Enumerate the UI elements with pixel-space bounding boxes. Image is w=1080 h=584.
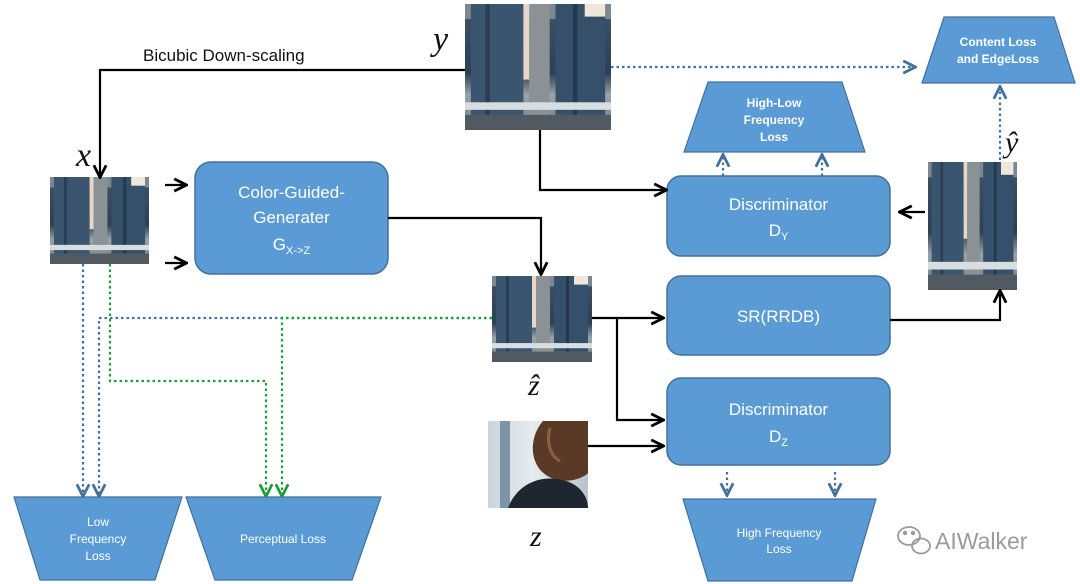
dotted-z-hat-to-low-loss — [99, 316, 492, 495]
perceptual-loss-label: Perceptual Loss — [240, 532, 326, 546]
low-loss-line1: Low — [87, 515, 109, 529]
content-loss-line2: and EdgeLoss — [957, 52, 1039, 66]
label-z: z — [529, 520, 542, 553]
discriminator-z-box: Discriminator DZ — [666, 377, 891, 466]
bicubic-label: Bicubic Down-scaling — [143, 46, 305, 65]
dotted-z-hat-to-perceptual-loss — [282, 316, 492, 495]
generator-symbol: GX->Z — [273, 235, 311, 257]
generator-title-line1: Color-Guided- — [238, 183, 345, 202]
arrow-bicubic-down-scaling — [100, 68, 465, 176]
hl-loss-line1: High-Low — [747, 96, 802, 110]
hl-loss-line2: Frequency — [744, 113, 805, 127]
high-frequency-loss-trapezoid: High Frequency Loss — [682, 498, 877, 582]
discriminator-z-symbol: DZ — [769, 427, 788, 449]
discriminator-y-symbol: DY — [769, 221, 789, 243]
watermark-text: AIWalker — [935, 528, 1028, 554]
watermark: AIWalker — [897, 526, 1028, 555]
discriminator-y-title: Discriminator — [729, 195, 829, 214]
label-y-hat: ŷ — [1002, 126, 1019, 159]
low-frequency-loss-trapezoid: Low Frequency Loss — [13, 496, 183, 581]
label-x: x — [75, 137, 91, 174]
low-loss-line3: Loss — [85, 549, 110, 563]
content-loss-line1: Content Loss — [960, 35, 1037, 49]
discriminator-z-title: Discriminator — [729, 400, 829, 419]
image-y — [465, 4, 611, 130]
arrow-sr-to-y-hat — [890, 292, 1000, 322]
sr-rrdb-box: SR(RRDB) — [666, 275, 891, 356]
image-y-hat — [928, 162, 1017, 290]
perceptual-loss-trapezoid: Perceptual Loss — [185, 496, 382, 581]
label-z-hat: ẑ — [527, 369, 540, 402]
arrow-y-to-discriminator-y — [538, 130, 665, 190]
high-loss-line2: Loss — [766, 542, 791, 556]
label-y: y — [430, 21, 449, 58]
image-z — [488, 421, 588, 508]
wechat-logo-icon — [897, 526, 931, 555]
generator-title-line2: Generater — [253, 208, 330, 227]
image-x — [50, 177, 149, 264]
image-z-hat — [492, 276, 592, 362]
high-loss-line1: High Frequency — [737, 526, 822, 540]
generator-box: Color-Guided- Generater GX->Z — [194, 161, 389, 275]
dotted-x-to-perceptual-loss — [108, 264, 266, 495]
low-loss-line2: Frequency — [70, 532, 127, 546]
arrow-generator-to-z-hat — [388, 216, 541, 273]
high-low-frequency-loss-trapezoid: High-Low Frequency Loss — [683, 81, 866, 153]
hl-loss-line3: Loss — [760, 130, 788, 144]
sr-rrdb-title: SR(RRDB) — [737, 307, 820, 326]
content-edge-loss-trapezoid: Content Loss and EdgeLoss — [921, 16, 1076, 84]
discriminator-y-box: Discriminator DY — [666, 175, 891, 257]
arrow-z-hat-to-discriminator-z — [615, 318, 662, 420]
